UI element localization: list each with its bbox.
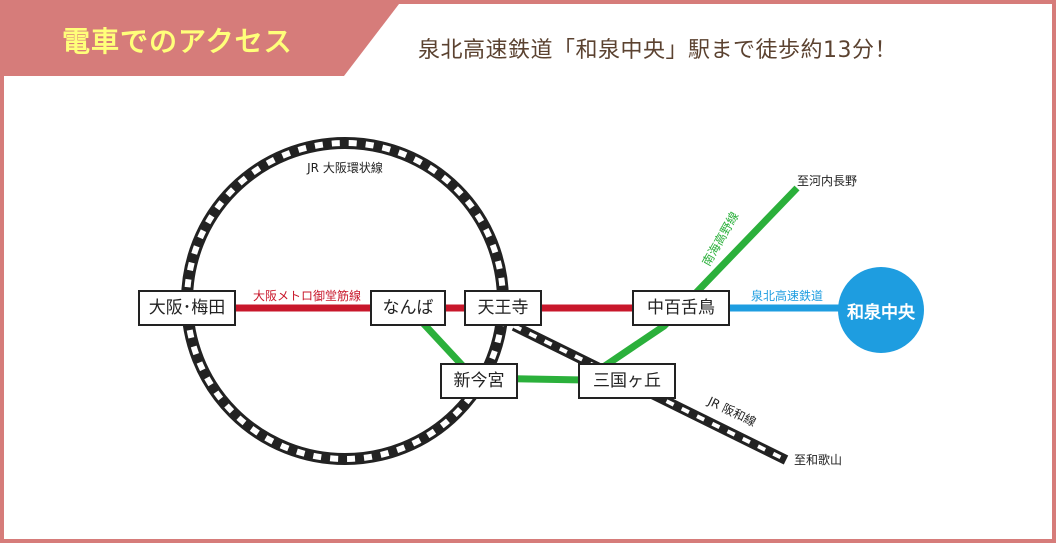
access-summary: 泉北高速鉄道「和泉中央」駅まで徒歩約13分！	[418, 38, 897, 63]
metro-label: 大阪メトロ御堂筋線	[253, 288, 361, 303]
station-namba: なんば	[370, 290, 446, 326]
dest-kawachinagano: 至河内長野	[797, 174, 857, 188]
station-shinimamiya: 新今宮	[440, 363, 518, 399]
dest-wakayamashi: 至和歌山	[794, 452, 842, 467]
title-tab-shape	[4, 4, 399, 76]
nankai-label: 南海高野線	[699, 209, 742, 268]
station-nakamozu: 中百舌鳥	[632, 290, 730, 326]
station-mikunigaoka: 三国ヶ丘	[578, 363, 676, 399]
station-izumichuo: 和泉中央	[838, 267, 924, 353]
station-umeda: 大阪･梅田	[138, 290, 236, 326]
title-tab: 電車でのアクセス	[4, 4, 399, 76]
semboku-label: 泉北高速鉄道	[751, 288, 823, 303]
station-tennoji: 天王寺	[464, 290, 542, 326]
section-title: 電車でのアクセス	[62, 25, 293, 58]
jr-loop-label: JR 大阪環状線	[306, 160, 383, 175]
